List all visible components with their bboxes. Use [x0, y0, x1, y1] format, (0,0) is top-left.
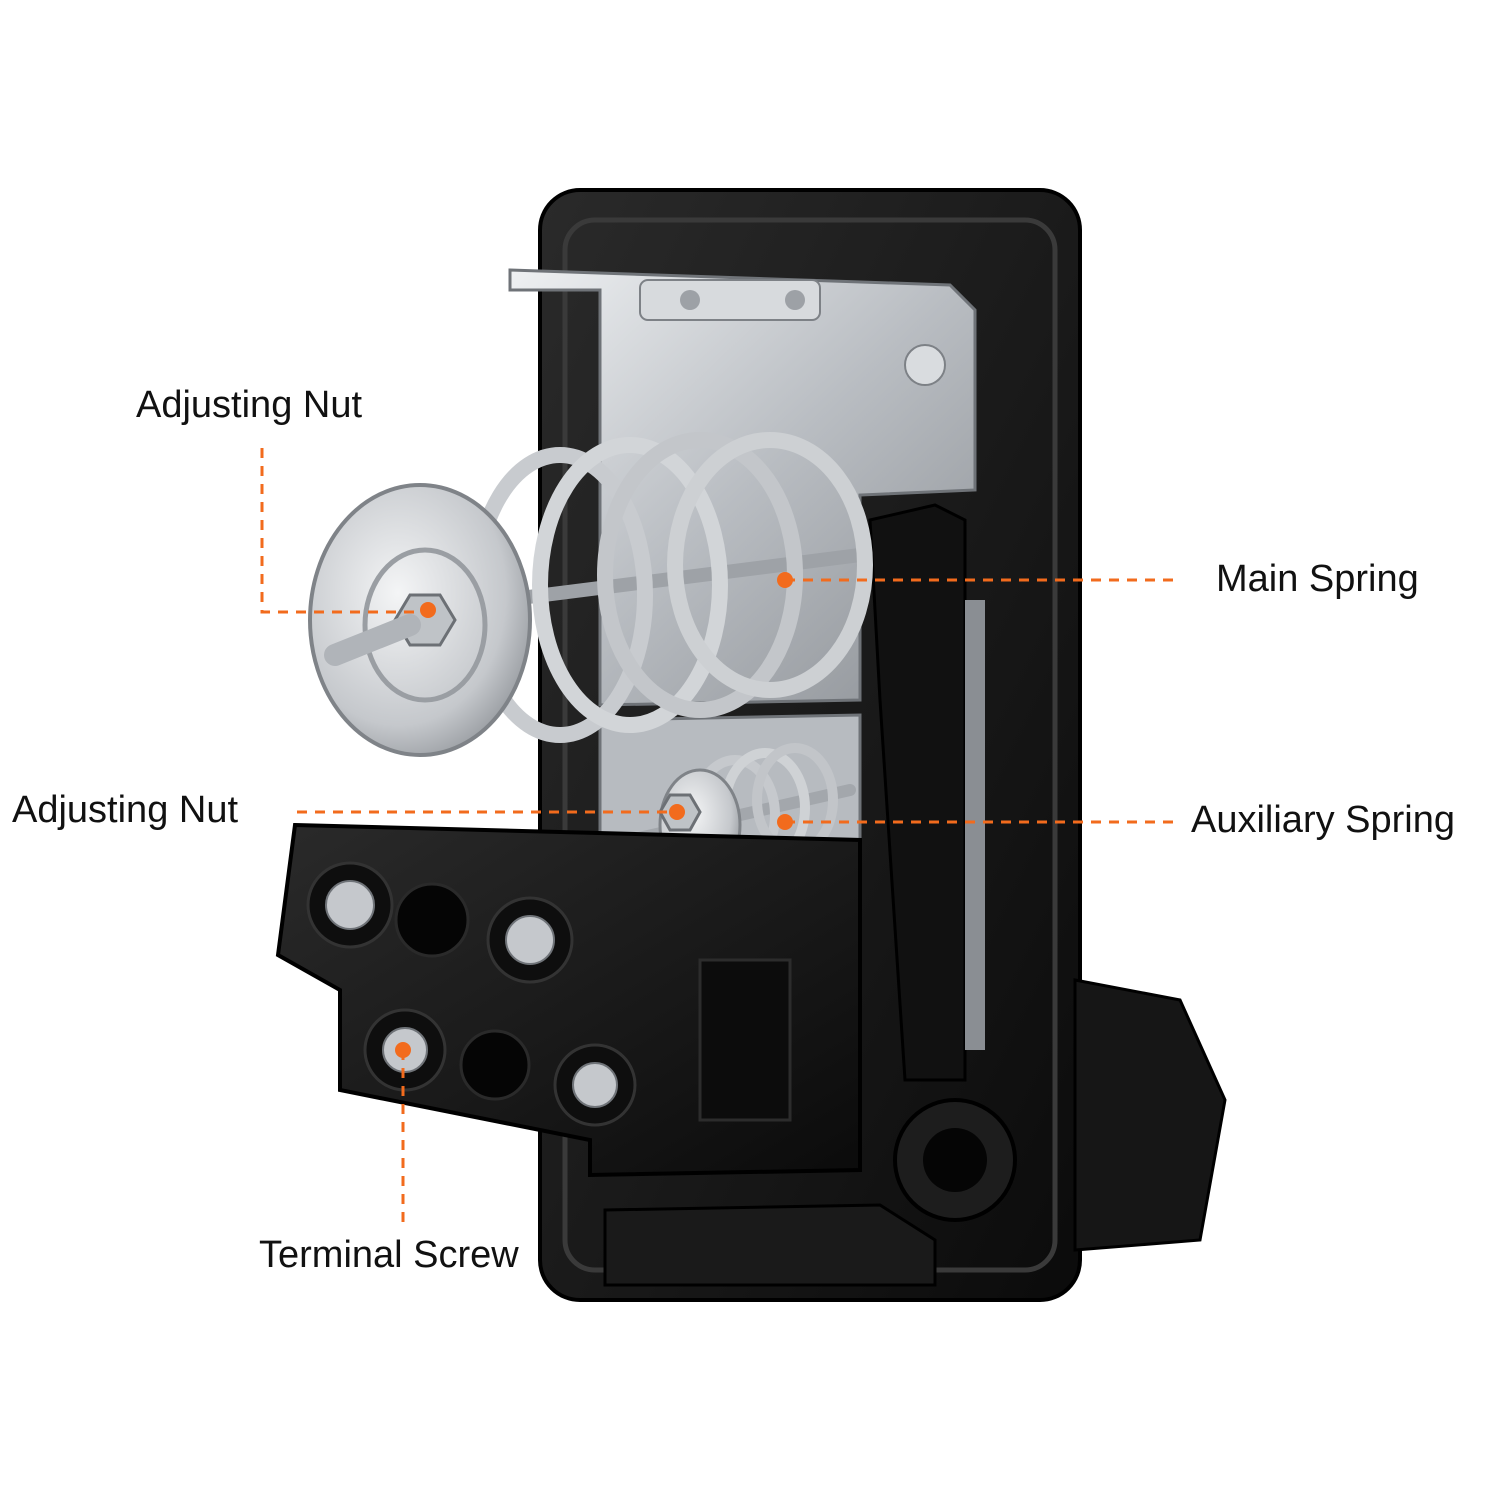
dot-terminal-screw [395, 1042, 411, 1058]
callout-dots [395, 572, 793, 1058]
label-main-spring: Main Spring [1216, 558, 1419, 600]
label-adjusting-nut-aux: Adjusting Nut [12, 789, 239, 831]
leader-adjusting-nut-main [260, 448, 428, 614]
label-auxiliary-spring: Auxiliary Spring [1191, 799, 1455, 841]
dot-main-spring [777, 572, 793, 588]
dot-adjusting-nut-main [420, 602, 436, 618]
dot-auxiliary-spring [777, 814, 793, 830]
callout-leaders [260, 448, 1175, 1222]
lever-arm [868, 503, 985, 1082]
main-spring-assembly [308, 432, 873, 757]
label-adjusting-nut-main: Adjusting Nut [136, 384, 363, 426]
terminal-block [275, 822, 862, 1178]
dot-adjusting-nut-aux [669, 804, 685, 820]
label-terminal-screw: Terminal Screw [259, 1234, 519, 1276]
